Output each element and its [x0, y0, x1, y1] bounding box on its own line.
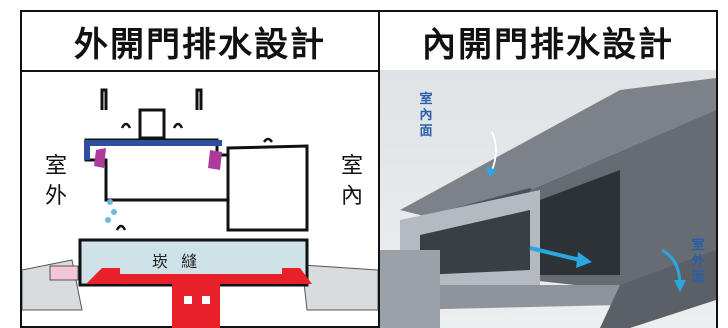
hook-detail: [172, 122, 184, 129]
red-drain-stem: [172, 284, 220, 328]
caulk-gap-label: 崁 縫: [152, 252, 202, 271]
sash-center-profile: [138, 108, 166, 140]
header-row: 外開門排水設計 內開門排水設計: [22, 12, 716, 72]
red-drain-channel: [86, 268, 312, 284]
water-drop: [111, 209, 117, 215]
diagram-frame: 外開門排水設計 內開門排水設計: [20, 10, 718, 328]
profile-top-surface: [400, 78, 716, 220]
outdoor-label: 室外: [44, 154, 67, 209]
door-frame-profile: [84, 138, 309, 232]
outward-door-section-diagram: 室外 室內 崁 縫: [22, 70, 378, 328]
drain-arrow-mid: [529, 246, 581, 262]
lower-flange: [380, 250, 440, 328]
anchor-detail: [49, 265, 79, 281]
drain-arrow-in: [491, 131, 497, 171]
drain-arrow-in-head: [486, 166, 496, 178]
inward-door-profile-render: [380, 78, 716, 328]
indoor-side-label: 室內面: [419, 92, 433, 139]
profile-bottom: [400, 285, 620, 310]
drain-arrow-mid-head: [576, 252, 592, 268]
gasket-left: [94, 148, 106, 168]
outward-door-cross-section: [22, 88, 378, 328]
water-drop: [105, 217, 111, 223]
drain-hole: [184, 296, 192, 304]
indoor-label: 室內: [340, 154, 363, 209]
threshold-base: [78, 238, 309, 287]
drain-hole: [202, 296, 210, 304]
hook-detail: [262, 137, 274, 143]
sash-upright: [100, 88, 108, 110]
right-wall-surface: [301, 264, 378, 311]
inner-cavity: [540, 170, 620, 275]
column-divider: [378, 12, 380, 326]
inward-door-render: 室內面 室外面: [380, 70, 716, 328]
outward-door-title: 外開門排水設計: [74, 24, 326, 65]
hook-detail: [120, 122, 132, 129]
gasket-right: [208, 150, 222, 170]
inward-door-title: 內開門排水設計: [422, 24, 674, 65]
water-drop: [107, 199, 113, 205]
hook-detail: [115, 224, 127, 231]
front-cavity: [420, 210, 530, 275]
drain-arrow-out-head: [674, 280, 686, 292]
sash-upright-right: [195, 88, 203, 110]
lower-right-flange: [600, 250, 716, 328]
blue-seal: [84, 140, 222, 160]
outdoor-side-label: 室外面: [691, 238, 705, 285]
